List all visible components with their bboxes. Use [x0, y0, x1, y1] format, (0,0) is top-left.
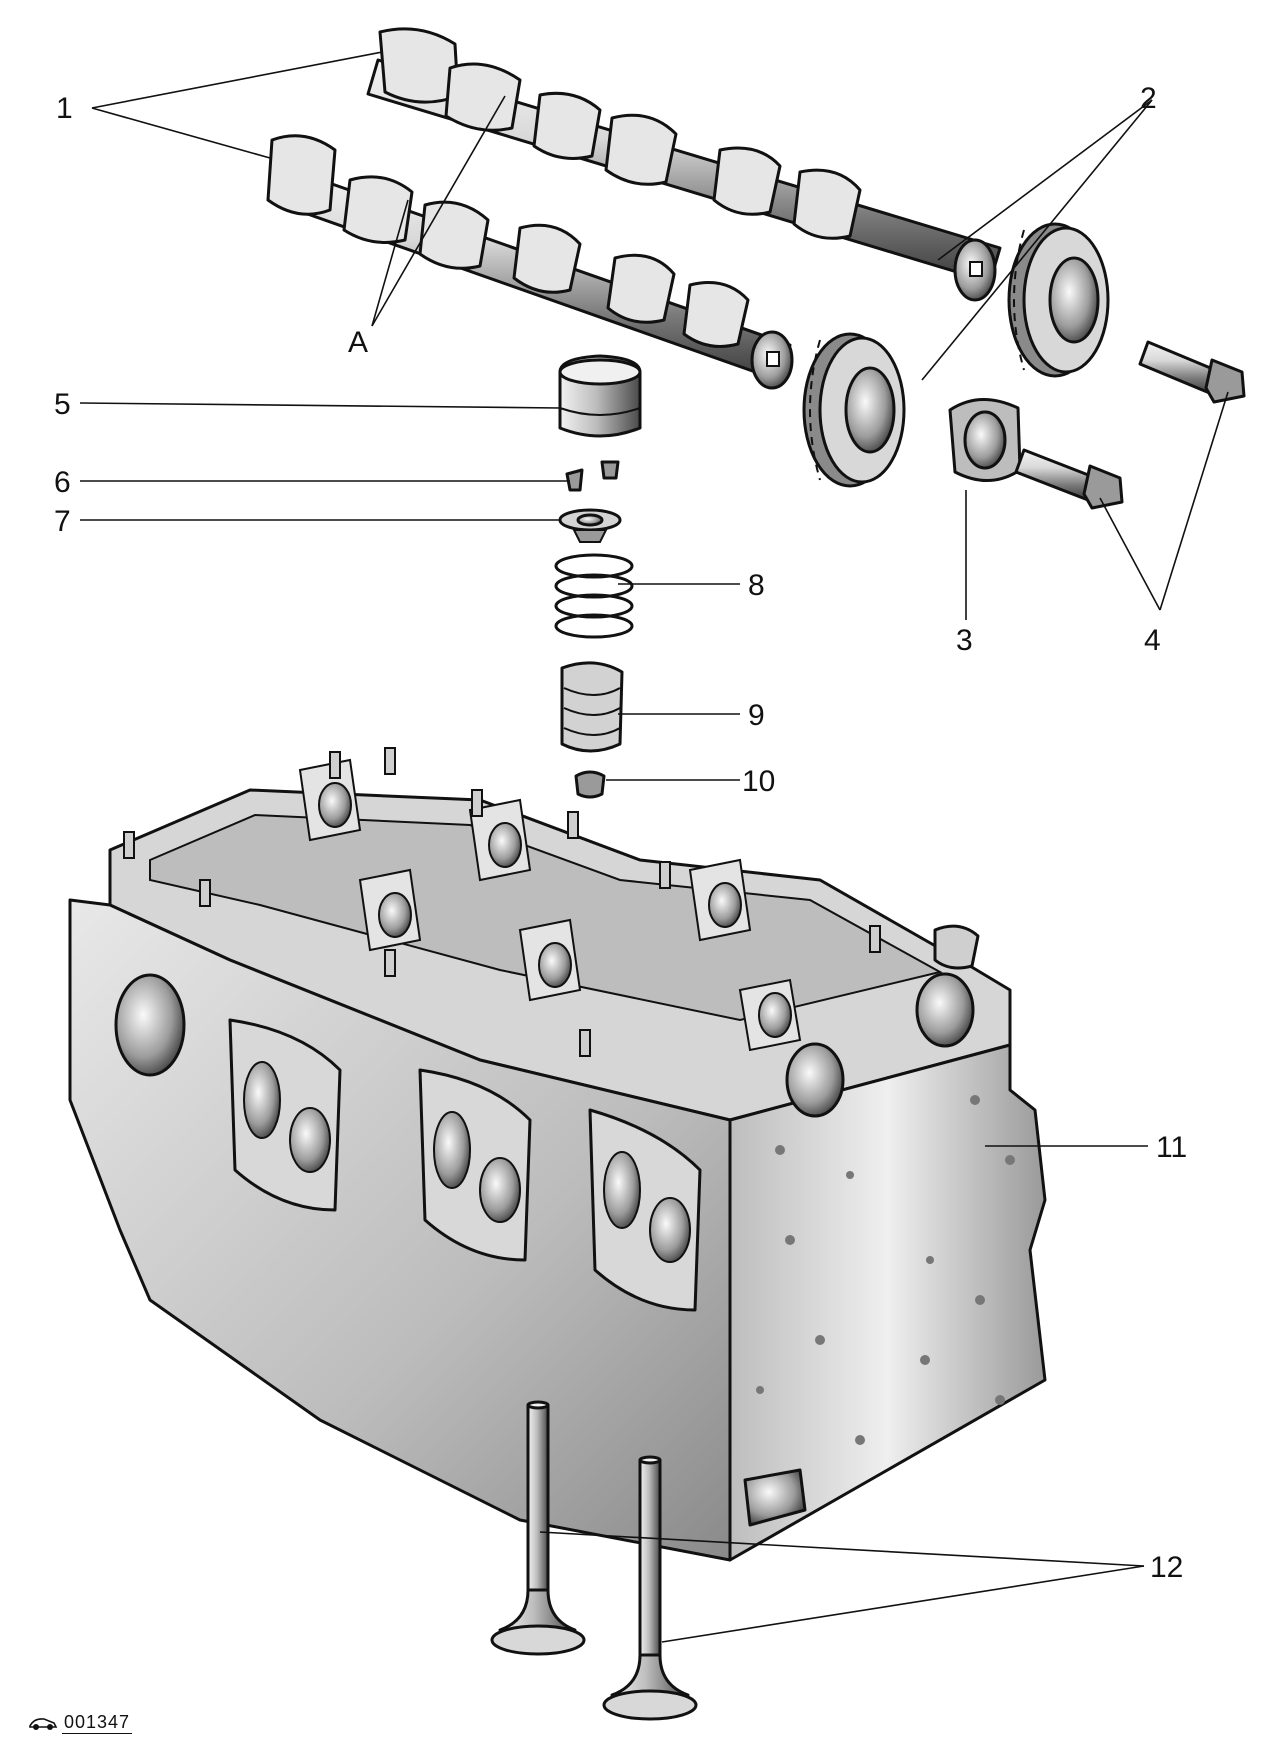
valve-spring — [554, 553, 634, 639]
figure-code: 001347 — [28, 1712, 133, 1734]
callout-10: 10 — [742, 765, 775, 798]
callout-3: 3 — [956, 624, 973, 657]
callout-9: 9 — [748, 699, 765, 732]
valve-right — [602, 1455, 698, 1721]
callout-12: 12 — [1150, 1551, 1183, 1584]
cylinder-head — [68, 747, 1047, 1562]
callout-5: 5 — [54, 388, 71, 421]
bolt-lower — [1014, 448, 1124, 510]
bolt-upper — [1138, 340, 1246, 404]
callout-8: 8 — [748, 569, 765, 602]
callout-a: A — [348, 326, 368, 359]
spring-retainer — [558, 508, 622, 543]
callout-1: 1 — [56, 92, 73, 125]
valve-left — [490, 1400, 586, 1656]
camshaft-upper — [366, 27, 1002, 302]
hydraulic-tappet — [558, 354, 642, 438]
camshaft-lower — [266, 134, 794, 390]
callout-2: 2 — [1140, 82, 1157, 115]
valve-stem-seal — [574, 770, 606, 799]
callout-7: 7 — [54, 505, 71, 538]
callout-11: 11 — [1156, 1131, 1187, 1164]
sprocket-right — [1007, 222, 1110, 378]
callout-6: 6 — [54, 466, 71, 499]
spring-seat-washer — [560, 661, 624, 753]
callout-labels: 1 2 A 5 6 7 8 3 4 9 10 11 12 — [54, 82, 1187, 1584]
figure-code-text: 001347 — [62, 1712, 133, 1734]
sprocket-hub — [948, 398, 1022, 482]
sprocket-left — [802, 332, 906, 488]
car-logo-icon — [29, 1718, 58, 1730]
valve-collets — [565, 460, 620, 492]
callout-4: 4 — [1144, 624, 1161, 657]
leader-lines — [79, 51, 1229, 1643]
